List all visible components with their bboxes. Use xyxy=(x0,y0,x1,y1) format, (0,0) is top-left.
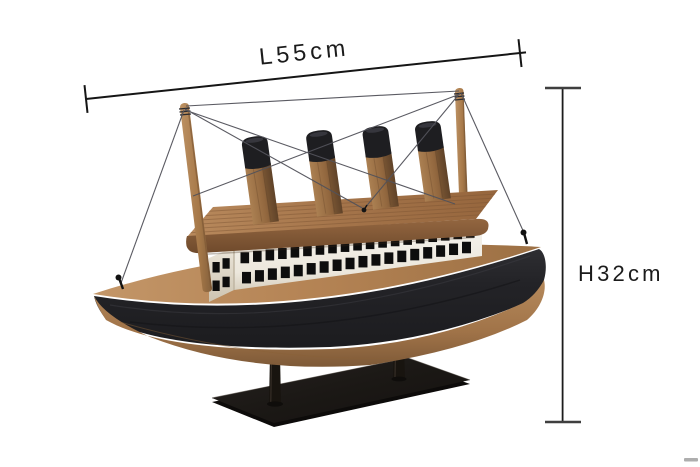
cabin-side-windows xyxy=(212,258,230,291)
funnel xyxy=(415,121,451,202)
rigging-line-bow-stay xyxy=(120,109,185,284)
display-stand xyxy=(211,345,471,427)
cabin-window xyxy=(212,262,220,273)
roof-front-band xyxy=(186,218,489,254)
cabin-window xyxy=(315,243,325,255)
length-dimension-line xyxy=(85,51,527,100)
funnel-black-cap xyxy=(415,121,444,152)
cabin-window xyxy=(436,245,446,257)
rigging xyxy=(120,90,526,284)
height-dimension: H32cm xyxy=(545,86,664,424)
cabin-window xyxy=(328,242,337,254)
rigging-line-stern-stay xyxy=(460,92,526,236)
rigging-line-front-to-deck-hook xyxy=(184,108,365,210)
cabin-window xyxy=(290,246,300,258)
stern-screw xyxy=(520,229,529,245)
funnel xyxy=(306,130,343,217)
cabin-window xyxy=(278,248,287,260)
stand-base-plate xyxy=(212,358,470,423)
cabin-window xyxy=(303,245,312,257)
hull-black-band xyxy=(94,249,546,348)
rigging-line-top-stay xyxy=(185,90,460,107)
funnel xyxy=(362,126,399,210)
hull-lower-wood xyxy=(94,280,545,367)
length-dimension-tick-right xyxy=(517,39,523,68)
model-ship xyxy=(93,87,546,427)
cabin-window xyxy=(222,258,230,269)
cabin-window xyxy=(462,241,471,254)
cabin-window xyxy=(365,238,375,250)
cabin-window xyxy=(267,268,277,280)
cabin-window xyxy=(378,236,387,248)
cabin-window xyxy=(340,240,350,252)
front-mast xyxy=(178,102,213,293)
cabin-window xyxy=(254,270,264,282)
rigging-line-rear-cross xyxy=(192,93,461,197)
cabin-window xyxy=(449,243,459,256)
cabin-window xyxy=(371,254,381,266)
cabin-window xyxy=(332,259,342,271)
rigging-line-front-cross xyxy=(184,109,456,205)
cabin-window xyxy=(423,247,433,259)
funnel-body xyxy=(365,151,399,210)
rear-mast xyxy=(453,87,468,210)
cabin-window xyxy=(222,276,230,288)
cabin-window xyxy=(265,249,275,261)
cabin-window xyxy=(353,239,362,251)
edge-artifact xyxy=(684,458,698,462)
cabin-window xyxy=(212,280,220,291)
stand-front-rod xyxy=(267,354,283,407)
cabin-window xyxy=(253,250,262,262)
funnel-black-cap xyxy=(306,130,336,162)
funnel-body xyxy=(417,145,451,202)
bow-screw xyxy=(115,274,125,290)
cabin-window xyxy=(293,264,303,277)
cabin-window xyxy=(410,248,420,261)
funnels xyxy=(241,121,451,225)
length-dimension-tick-left xyxy=(83,84,89,114)
cabin-window xyxy=(280,266,290,279)
deck-hook xyxy=(361,204,368,213)
roof-top-face xyxy=(187,190,498,237)
funnel-black-cap xyxy=(362,126,392,158)
rigging-line-rear-to-deck-hook xyxy=(363,92,461,210)
cabin-window xyxy=(397,250,407,263)
cabin-front-windows-bottom-row xyxy=(242,241,471,284)
cabin-window xyxy=(384,252,394,264)
funnel-body xyxy=(309,155,343,217)
length-label: L55cm xyxy=(258,34,351,69)
cabin-window xyxy=(306,263,316,275)
cabin-window xyxy=(240,252,250,264)
cabin-window xyxy=(358,255,368,268)
funnel-body xyxy=(244,162,279,225)
cabin-window xyxy=(319,261,329,273)
cabin-window xyxy=(345,257,355,270)
cabin-window xyxy=(242,271,251,284)
height-label: H32cm xyxy=(578,261,664,286)
